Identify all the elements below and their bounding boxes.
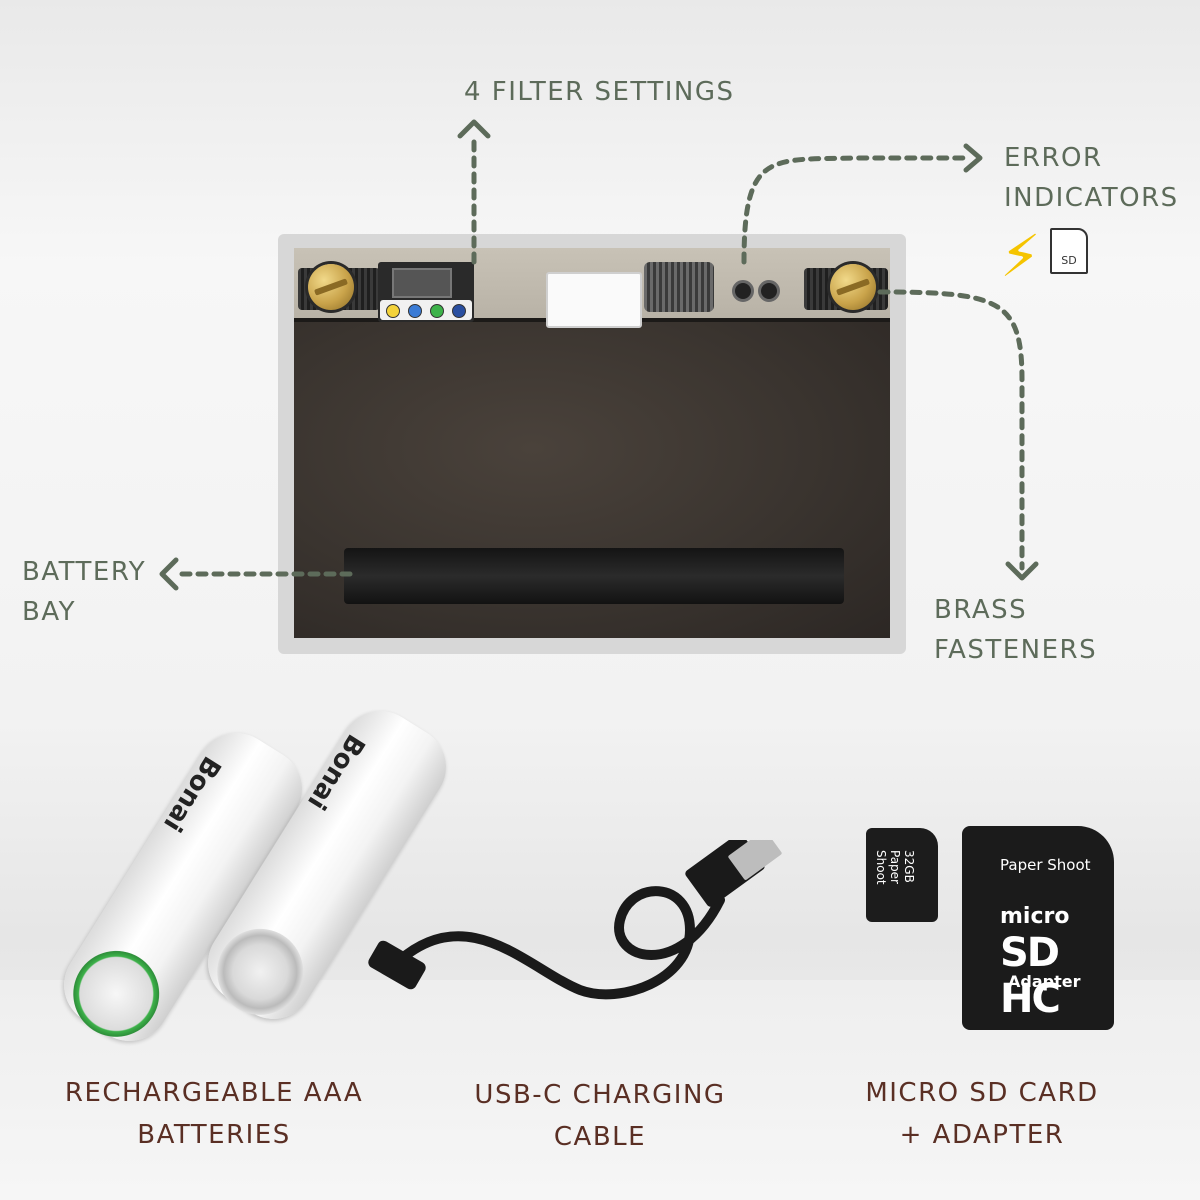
battery-bay-slot — [344, 548, 844, 604]
brass-fasteners-label: BRASS FASTENERS — [934, 595, 1098, 665]
cable-label: USB-C CHARGING CABLE — [474, 1080, 726, 1152]
sd-adapter: Paper Shoot micro SD HC Adapter — [962, 826, 1114, 1030]
filter-indicator-strip — [380, 300, 472, 320]
error-led-right — [758, 280, 780, 302]
battery-bay-label: BATTERY BAY — [22, 557, 147, 627]
error-indicators-label: ERROR INDICATORS — [1004, 143, 1179, 213]
filter-dot-green — [430, 304, 444, 318]
filter-settings-label: 4 FILTER SETTINGS — [464, 77, 735, 107]
winding-dial[interactable] — [644, 262, 714, 312]
lightning-icon: ⚡ — [1000, 222, 1041, 290]
batteries-label: RECHARGEABLE AAA BATTERIES — [64, 1078, 364, 1150]
error-led-left — [732, 280, 754, 302]
filter-dot-yellow — [386, 304, 400, 318]
sd-card-label: MICRO SD CARD + ADAPTER — [865, 1078, 1099, 1150]
filter-dot-darkblue — [452, 304, 466, 318]
usb-c-cable — [368, 840, 782, 1000]
sd-card-icon: SD — [1050, 228, 1088, 274]
shutter-button[interactable] — [546, 272, 642, 328]
brass-fastener-right — [830, 264, 876, 310]
filter-dot-blue — [408, 304, 422, 318]
filter-switch[interactable] — [392, 268, 452, 298]
brass-fastener-left — [308, 264, 354, 310]
